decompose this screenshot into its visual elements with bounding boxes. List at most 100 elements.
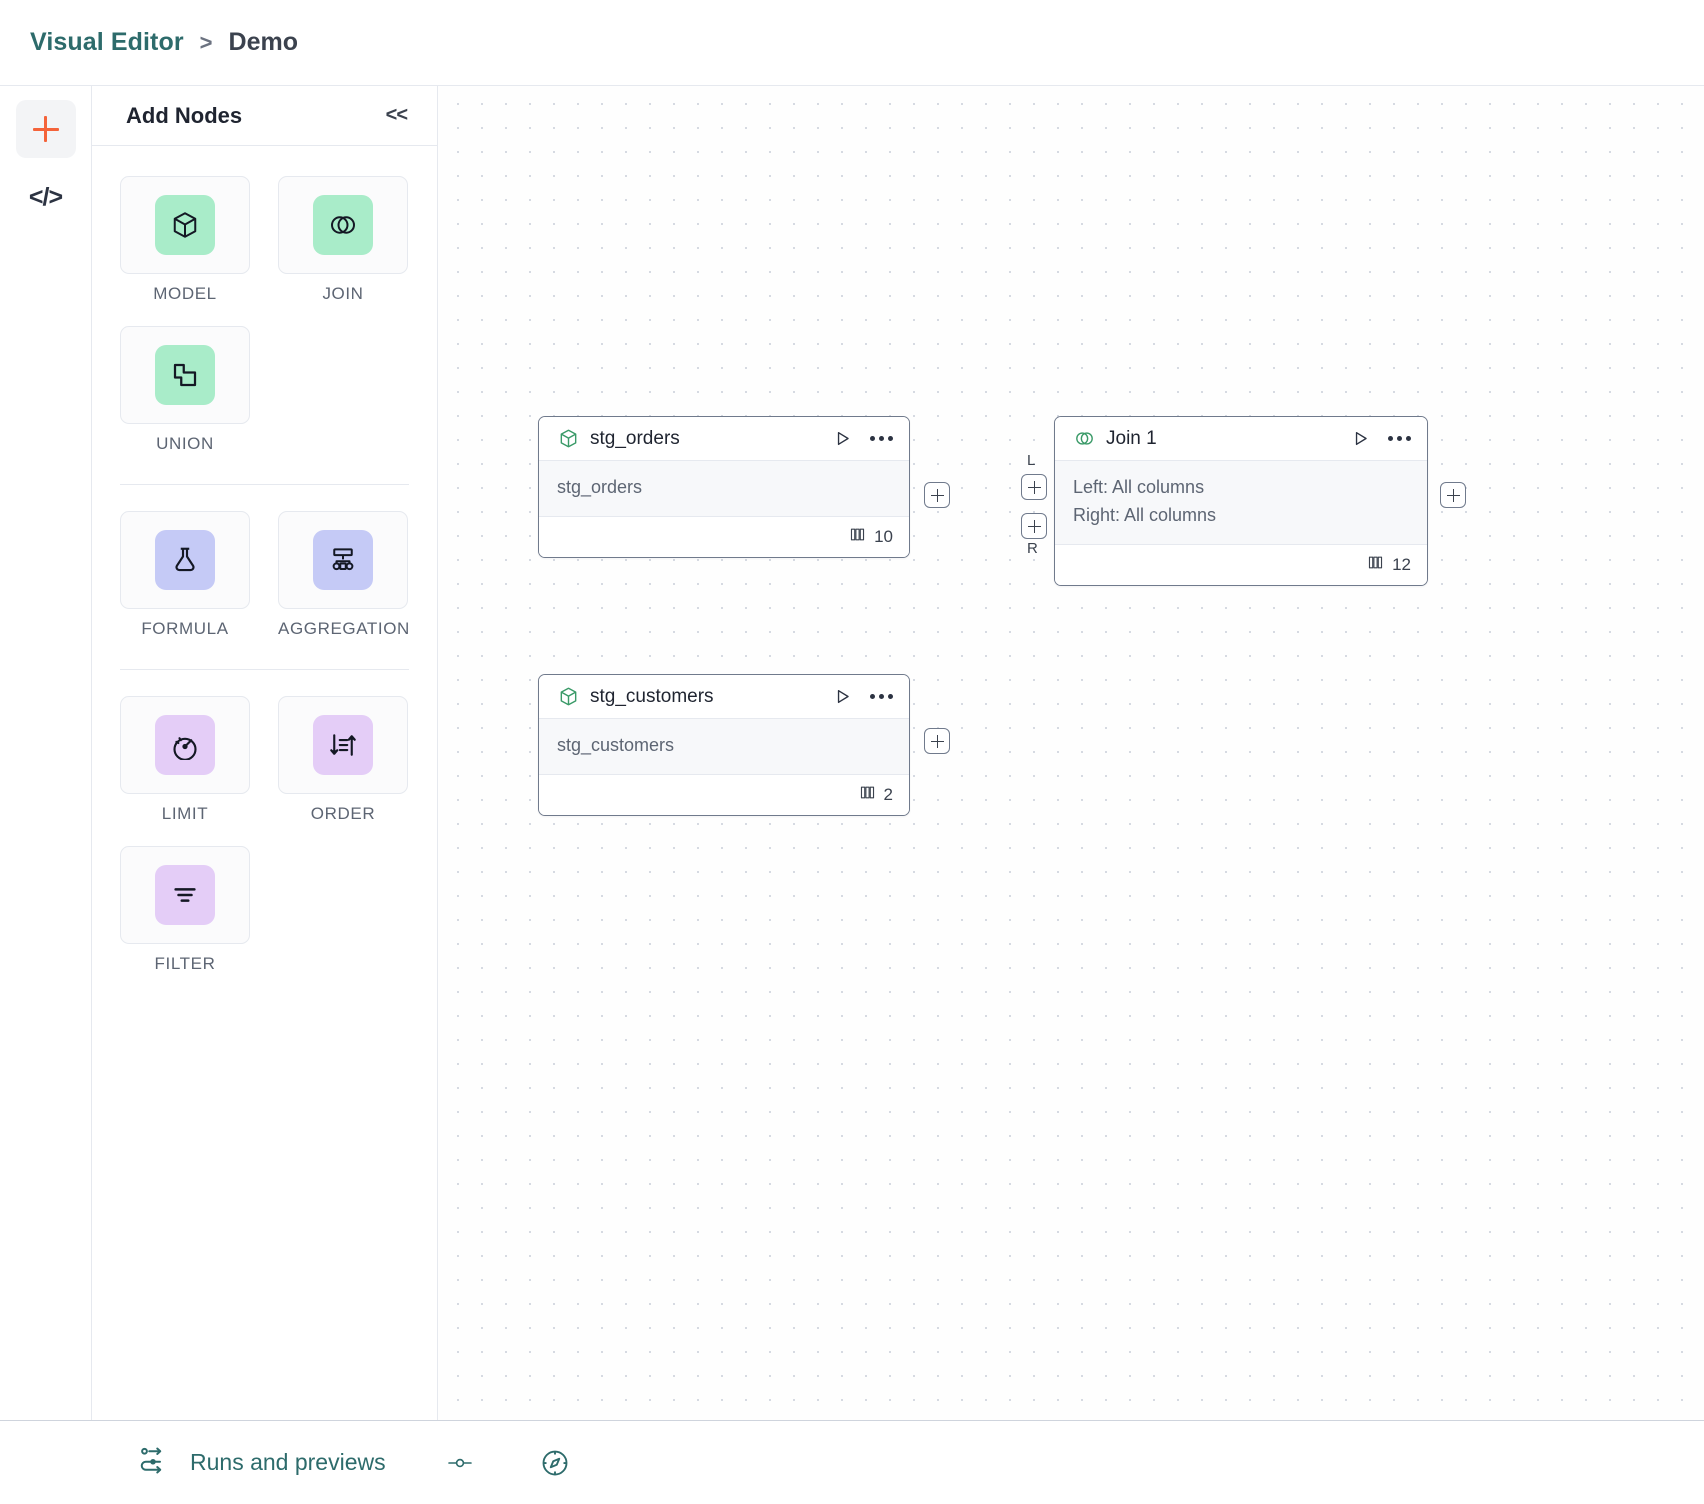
node-palette-label: FILTER [154, 954, 216, 973]
model-tile[interactable] [120, 176, 250, 274]
node-body-line: stg_customers [557, 735, 675, 755]
node-palette-item-order[interactable]: ORDER [278, 696, 408, 824]
collapse-panel-button[interactable]: << [385, 104, 408, 126]
flow-node-join-1[interactable]: Join 1 Left: All columns Right: All colu… [1054, 416, 1428, 586]
node-actions [1351, 429, 1411, 448]
play-icon[interactable] [1351, 429, 1370, 448]
compass-icon[interactable] [540, 1448, 570, 1478]
edge-layer [438, 86, 738, 236]
runs-previews-icon [138, 1445, 168, 1480]
sort-arrows-icon [313, 715, 373, 775]
columns-count: 2 [883, 784, 893, 804]
play-icon[interactable] [833, 429, 852, 448]
more-icon[interactable] [870, 430, 893, 447]
node-footer: 2 [539, 774, 909, 815]
palette-divider-1 [120, 484, 409, 485]
runs-previews-group: Runs and previews [92, 1445, 570, 1480]
editor-body: </> Add Nodes << [0, 86, 1704, 1420]
node-palette-item-join[interactable]: JOIN [278, 176, 408, 304]
venn-circles-icon [1073, 428, 1095, 450]
flow-canvas[interactable]: stg_orders stg_orders [438, 86, 1704, 1420]
node-actions [833, 429, 893, 448]
node-body-line-left: Left: All columns [1073, 477, 1205, 497]
node-group-row-ops: LIMIT ORDER [120, 696, 409, 996]
node-title: Join 1 [1106, 427, 1157, 449]
breadcrumb-separator: > [199, 29, 213, 55]
play-icon[interactable] [833, 687, 852, 706]
node-palette-label: AGGREGATION [278, 619, 410, 638]
node-palette-item-formula[interactable]: FORMULA [120, 511, 250, 639]
node-palette-label: JOIN [322, 284, 364, 303]
breadcrumb-visual-editor[interactable]: Visual Editor [30, 28, 184, 56]
plus-icon [32, 116, 59, 142]
node-header: Join 1 [1055, 417, 1427, 461]
code-brackets-icon: </> [28, 182, 63, 211]
filter-tile[interactable] [120, 846, 250, 944]
node-footer: 12 [1055, 544, 1427, 585]
filter-lines-icon [155, 865, 215, 925]
node-palette-item-aggregation[interactable]: AGGREGATION [278, 511, 410, 639]
node-palette-item-filter[interactable]: FILTER [120, 846, 250, 974]
node-palette-item-model[interactable]: MODEL [120, 176, 250, 304]
node-title: stg_orders [590, 427, 680, 449]
node-palette-label: MODEL [153, 284, 217, 303]
more-icon[interactable] [870, 688, 893, 705]
node-group-transforms: FORMULA [120, 511, 409, 661]
add-nodes-panel: Add Nodes << [92, 86, 438, 1420]
node-footer: 10 [539, 516, 909, 557]
node-output-handle-orders[interactable] [924, 482, 950, 508]
union-tile[interactable] [120, 326, 250, 424]
columns-badge: 10 [849, 526, 893, 548]
add-node-rail-button[interactable] [15, 100, 76, 158]
cube-icon [155, 195, 215, 255]
join-output-handle[interactable] [1440, 482, 1466, 508]
node-output-handle-customers[interactable] [924, 728, 950, 754]
venn-circles-icon [313, 195, 373, 255]
join-tile[interactable] [278, 176, 408, 274]
node-body-line-right: Right: All columns [1073, 504, 1217, 525]
node-actions [833, 687, 893, 706]
join-right-input-handle[interactable] [1021, 513, 1047, 539]
order-tile[interactable] [278, 696, 408, 794]
breadcrumb: Visual Editor > Demo [0, 0, 1704, 86]
node-palette-label: LIMIT [161, 804, 209, 823]
node-body: stg_orders [539, 461, 909, 517]
code-rail-button[interactable]: </> [16, 168, 76, 226]
add-nodes-header: Add Nodes << [92, 86, 437, 146]
formula-tile[interactable] [120, 511, 250, 609]
join-left-input-handle[interactable] [1021, 474, 1047, 500]
columns-icon [1367, 554, 1384, 576]
union-shapes-icon [155, 345, 215, 405]
gauge-icon [155, 715, 215, 775]
node-title: stg_customers [590, 685, 714, 707]
node-group-sources: MODEL JOIN [120, 176, 409, 476]
flask-icon [155, 530, 215, 590]
node-body-line: stg_orders [557, 477, 643, 497]
node-palette-item-limit[interactable]: LIMIT [120, 696, 250, 824]
runs-and-previews-button[interactable]: Runs and previews [190, 1449, 386, 1475]
limit-tile[interactable] [120, 696, 250, 794]
columns-count: 10 [874, 526, 893, 546]
node-header: stg_customers [539, 675, 909, 719]
icon-rail: </> [0, 86, 92, 1420]
cube-icon [557, 686, 579, 708]
cube-icon [557, 428, 579, 450]
slider-icon[interactable] [446, 1452, 480, 1474]
aggregation-tile[interactable] [278, 511, 408, 609]
node-palette-item-union[interactable]: UNION [120, 326, 250, 454]
breadcrumb-demo: Demo [228, 28, 298, 56]
node-palette-label: ORDER [310, 804, 376, 823]
columns-icon [859, 784, 876, 806]
join-right-input-label: R [1027, 540, 1038, 557]
flow-node-stg-customers[interactable]: stg_customers stg_customers [538, 674, 910, 816]
node-body: Left: All columns Right: All columns [1055, 461, 1427, 545]
panel-title: Add Nodes [126, 102, 243, 128]
add-nodes-list: MODEL JOIN [92, 146, 437, 1420]
flow-node-stg-orders[interactable]: stg_orders stg_orders [538, 416, 910, 558]
node-body: stg_customers [539, 719, 909, 775]
node-palette-label: FORMULA [141, 619, 229, 638]
hierarchy-icon [313, 530, 373, 590]
columns-count: 12 [1392, 554, 1411, 574]
more-icon[interactable] [1388, 430, 1411, 447]
